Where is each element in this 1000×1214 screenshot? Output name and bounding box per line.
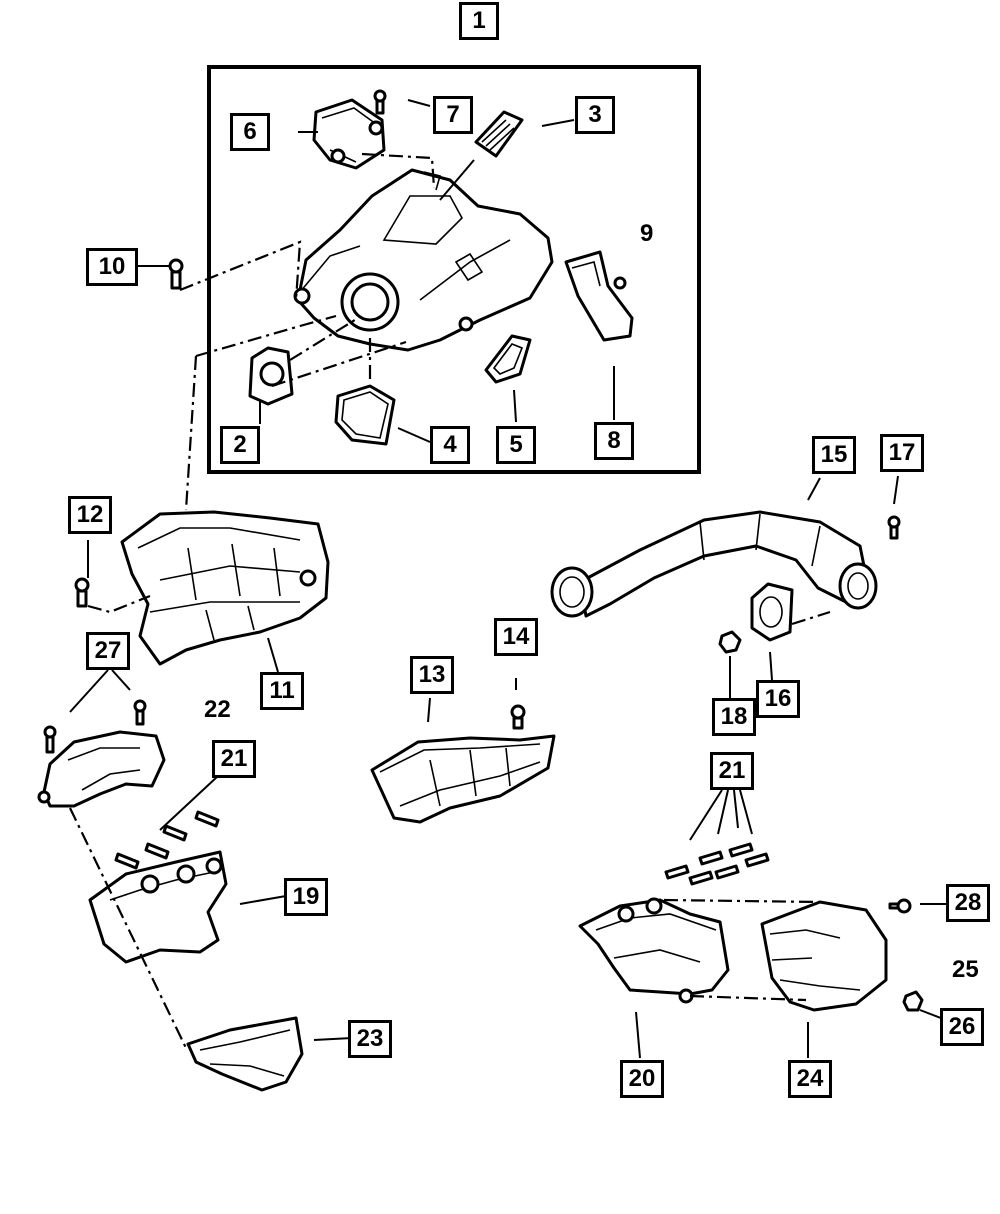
callout-8[interactable]: 8 xyxy=(594,422,634,460)
manifold-bracket-part[interactable] xyxy=(564,250,634,342)
callout-28[interactable]: 28 xyxy=(946,884,990,922)
exhaust-bolts-left-part[interactable] xyxy=(114,810,220,870)
bolt-12-part[interactable] xyxy=(74,577,90,608)
map-sensor-part[interactable] xyxy=(312,98,386,170)
callout-17[interactable]: 17 xyxy=(880,434,924,472)
callout-26[interactable]: 26 xyxy=(940,1008,984,1046)
callout-20[interactable]: 20 xyxy=(620,1060,664,1098)
callout-3[interactable]: 3 xyxy=(575,96,615,134)
throttle-gasket-part[interactable] xyxy=(334,384,396,446)
callout-18[interactable]: 18 xyxy=(712,698,756,736)
callout-7[interactable]: 7 xyxy=(433,96,473,134)
crossover-gasket-part[interactable] xyxy=(750,582,794,642)
exhaust-manifold-20-part[interactable] xyxy=(578,897,730,1004)
nut-18-part[interactable] xyxy=(718,630,742,654)
callout-1[interactable]: 1 xyxy=(459,2,499,40)
heat-shield-24-part[interactable] xyxy=(760,900,888,1012)
crossover-pipe-part[interactable] xyxy=(550,510,878,618)
callout-4[interactable]: 4 xyxy=(430,426,470,464)
manifold-insulator-part[interactable] xyxy=(474,110,524,158)
callout-19[interactable]: 19 xyxy=(284,878,328,916)
heat-shield-23-part[interactable] xyxy=(186,1016,304,1092)
exhaust-bolts-right-part[interactable] xyxy=(664,842,770,886)
callout-9[interactable]: 9 xyxy=(640,220,654,247)
sensor-screw-part[interactable] xyxy=(373,89,387,115)
callout-14[interactable]: 14 xyxy=(494,618,538,656)
callout-24[interactable]: 24 xyxy=(788,1060,832,1098)
callout-13[interactable]: 13 xyxy=(410,656,454,694)
lower-intake-manifold-part[interactable] xyxy=(120,510,330,666)
callout-15[interactable]: 15 xyxy=(812,436,856,474)
callout-25[interactable]: 25 xyxy=(952,956,979,983)
callout-2[interactable]: 2 xyxy=(220,426,260,464)
callout-27[interactable]: 27 xyxy=(86,632,130,670)
screw-14-part[interactable] xyxy=(510,704,526,730)
o-ring-seal-part[interactable] xyxy=(484,334,532,384)
callout-16[interactable]: 16 xyxy=(756,680,800,718)
callout-21-left[interactable]: 21 xyxy=(212,740,256,778)
callout-22[interactable]: 22 xyxy=(204,696,231,723)
callout-11[interactable]: 11 xyxy=(260,672,304,710)
heat-shield-22-part[interactable] xyxy=(37,730,166,808)
heat-shield-13-part[interactable] xyxy=(370,734,556,824)
throttle-body-gasket-part[interactable] xyxy=(248,346,294,406)
callout-23[interactable]: 23 xyxy=(348,1020,392,1058)
callout-21-right[interactable]: 21 xyxy=(710,752,754,790)
callout-10[interactable]: 10 xyxy=(86,248,138,286)
nut-26-part[interactable] xyxy=(902,990,924,1012)
exhaust-manifold-19-part[interactable] xyxy=(88,850,228,964)
callout-12[interactable]: 12 xyxy=(68,496,112,534)
leader-lines xyxy=(69,99,947,1059)
callout-5[interactable]: 5 xyxy=(496,426,536,464)
upper-intake-manifold xyxy=(293,168,554,352)
bolt-10-part[interactable] xyxy=(168,258,184,290)
bolt-17-part[interactable] xyxy=(887,515,901,540)
callout-6[interactable]: 6 xyxy=(230,113,270,151)
stud-27-part[interactable] xyxy=(43,699,147,754)
bolt-28-part[interactable] xyxy=(888,898,912,914)
intake-assembly-frame xyxy=(207,65,701,474)
alignment-lines xyxy=(69,152,831,1049)
